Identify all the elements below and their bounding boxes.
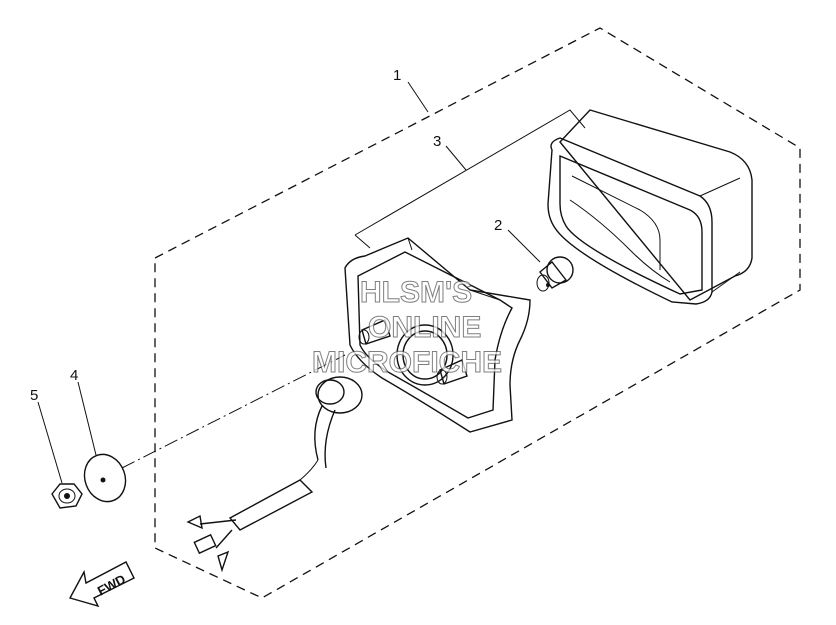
leader-1 [407, 81, 429, 113]
assembly-boundary [154, 27, 801, 599]
watermark: HLSM'S ONLINE MICROFICHE [312, 276, 503, 380]
tail-housing [344, 237, 531, 433]
leader-5 [37, 401, 63, 484]
label-part-2: 2 [494, 217, 502, 234]
label-part-1: 1 [393, 67, 401, 84]
washer [83, 453, 127, 503]
bulb [536, 256, 574, 292]
bulb-socket-wiring [186, 376, 363, 573]
part-3-bracket [354, 109, 586, 236]
leader-4 [77, 381, 97, 456]
watermark-line-1: HLSM'S [360, 276, 472, 309]
leader-3 [445, 145, 467, 171]
watermark-line-3: MICROFICHE [312, 346, 502, 379]
label-part-3: 3 [433, 133, 441, 150]
watermark-line-2: ONLINE [368, 311, 481, 344]
fwd-arrow: FWD [68, 561, 135, 608]
label-part-5: 5 [30, 387, 38, 404]
center-axis-line [121, 354, 346, 469]
part-3-bracket-tick [354, 234, 371, 249]
nut [51, 483, 83, 509]
label-part-4: 4 [70, 367, 78, 384]
tail-lens [547, 109, 753, 305]
leader-2 [507, 229, 541, 263]
